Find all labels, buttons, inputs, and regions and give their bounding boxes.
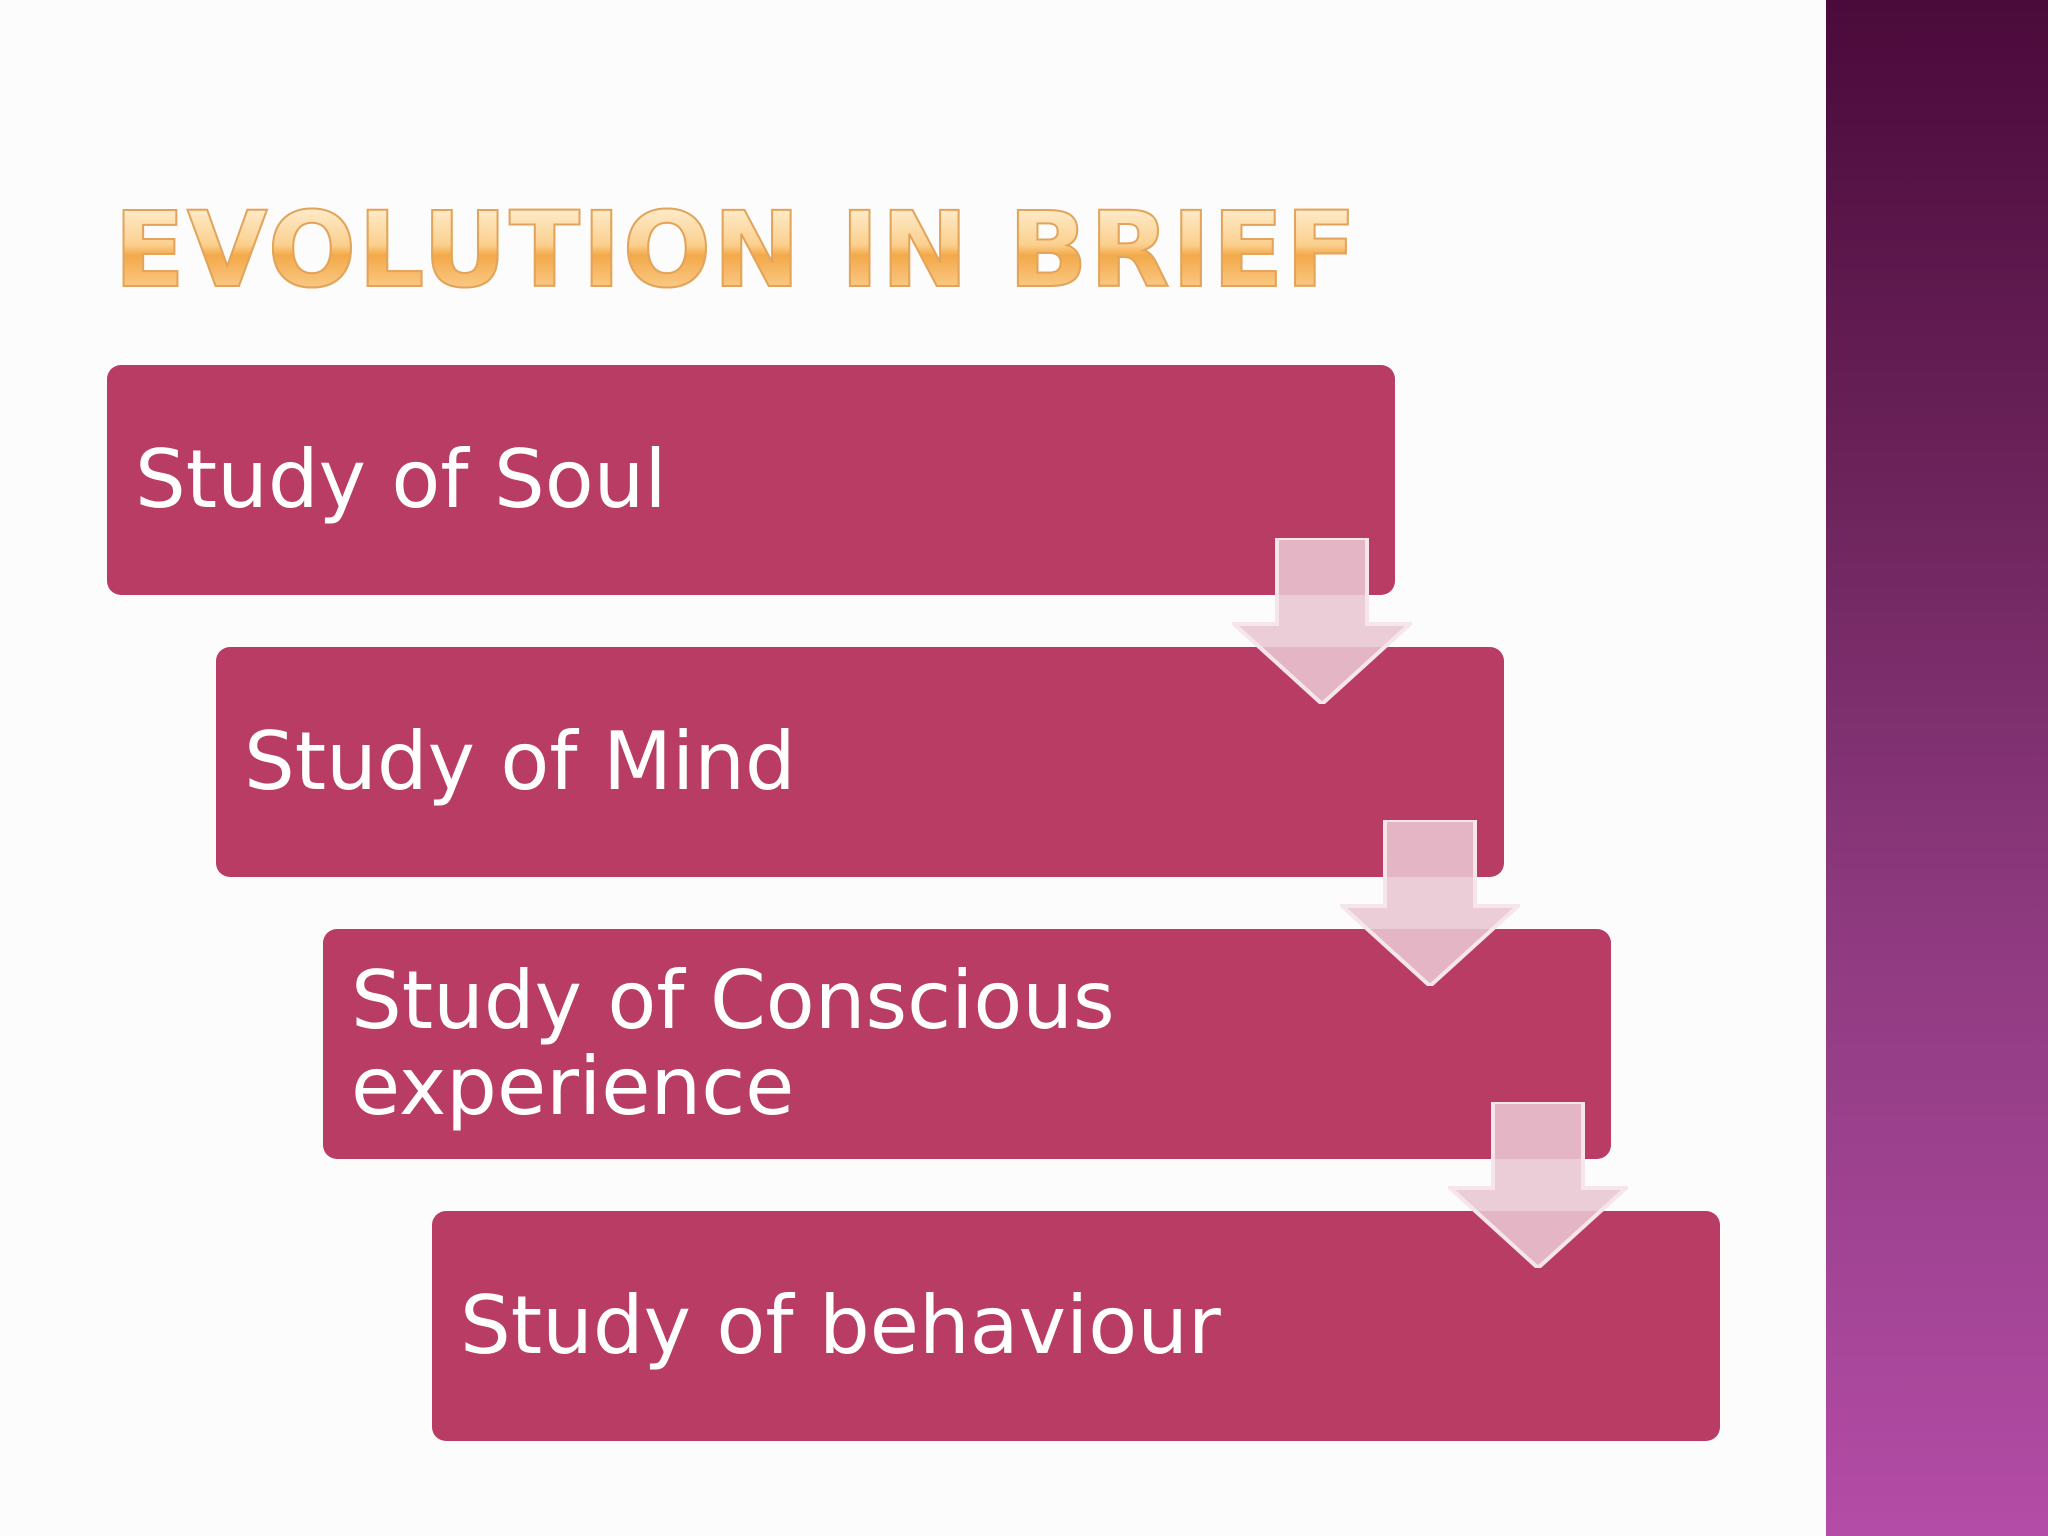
down-arrow-icon <box>1232 538 1412 704</box>
step-label: Study of behaviour <box>460 1279 1221 1372</box>
side-decorative-band <box>1826 0 2048 1536</box>
process-step-study-of-mind: Study of Mind <box>216 647 1504 877</box>
process-step-study-of-soul: Study of Soul <box>107 365 1395 595</box>
process-step-study-of-behaviour: Study of behaviour <box>432 1211 1720 1441</box>
slide-title: EVOLUTION IN BRIEF <box>113 189 1359 311</box>
process-step-study-of-conscious-experience: Study of Conscious experience <box>323 929 1611 1159</box>
step-label: Study of Soul <box>135 433 667 526</box>
down-arrow-icon <box>1448 1102 1628 1268</box>
step-label: Study of Mind <box>244 715 796 808</box>
step-label: Study of Conscious experience <box>351 954 1115 1133</box>
down-arrow-icon <box>1340 820 1520 986</box>
